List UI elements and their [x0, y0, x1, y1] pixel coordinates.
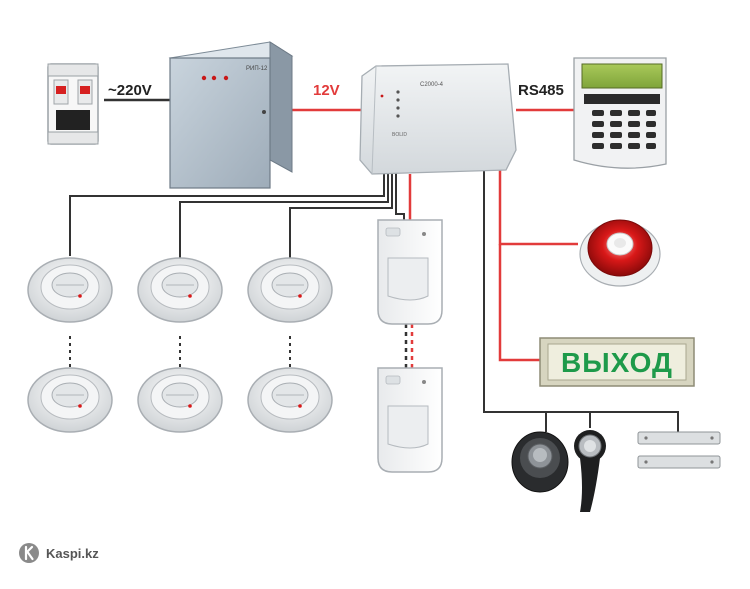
- dc-voltage-label: 12V: [313, 82, 340, 99]
- pir-chain-wires: [404, 324, 414, 368]
- keypad-buttons: [592, 110, 656, 149]
- exit-sign: ВЫХОД: [539, 337, 695, 387]
- siren-wire: [498, 166, 578, 246]
- siren: [579, 219, 661, 287]
- kaspi-logo-icon: [19, 543, 39, 563]
- rs485-label: RS485: [518, 82, 564, 99]
- smoke-detector: [137, 367, 223, 433]
- watermark: Kaspi.kz: [18, 541, 99, 565]
- psu-indicator-led: [223, 75, 229, 81]
- power-supply-badge: РИП-12: [246, 66, 268, 72]
- psu-indicator-led: [201, 75, 207, 81]
- exit-sign-text: ВЫХОД: [561, 347, 673, 378]
- lcd-keypad: [573, 57, 667, 169]
- power-wires: [104, 98, 578, 362]
- smoke-detector: [247, 257, 333, 323]
- motion-detector: [377, 219, 443, 325]
- watermark-text: Kaspi.kz: [46, 545, 99, 561]
- keypad-display: [581, 63, 663, 89]
- power-supply: РИП-12: [168, 41, 294, 189]
- motion-detector: [377, 367, 443, 473]
- circuit-breaker: [47, 63, 99, 145]
- controller-brand: BOLID: [392, 132, 407, 138]
- key-reader: [511, 431, 569, 493]
- psu-lock: [262, 110, 266, 114]
- smoke-detector: [247, 367, 333, 433]
- controller: С2000-4 BOLID: [359, 63, 517, 175]
- signal-wires: [69, 170, 679, 432]
- motion-detectors: [377, 219, 443, 473]
- controller-model: С2000-4: [420, 82, 444, 88]
- psu-indicator-led: [211, 75, 217, 81]
- exit-sign-wire: [498, 244, 540, 362]
- smoke-detector: [137, 257, 223, 323]
- smoke-detector: [27, 257, 113, 323]
- magnetic-contact: [637, 431, 721, 469]
- mains-voltage-label: ~220V: [108, 82, 152, 99]
- touch-memory-key: [574, 430, 606, 512]
- smoke-detector: [27, 367, 113, 433]
